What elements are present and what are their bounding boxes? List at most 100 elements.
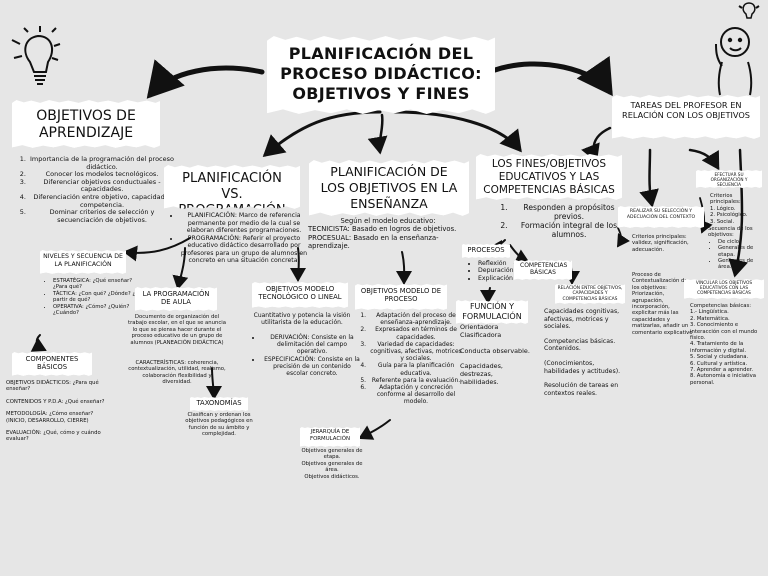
- modelo-tecnologico-list: DERIVACIÓN: Consiste en la delimitación …: [254, 334, 362, 377]
- modelo-proceso-heading-card: OBJETIVOS MODELO DE PROCESO: [355, 284, 447, 310]
- list-item: Adaptación del proceso de enseñanza-apre…: [368, 312, 464, 326]
- objetivos-list: Importancia de la programación del proce…: [18, 155, 176, 224]
- list-item: Reflexión: [478, 260, 538, 267]
- funcion-text: Orientadora Clasificadora Conducta obser…: [460, 323, 532, 387]
- title-line-3: OBJETIVOS Y FINES: [292, 84, 470, 103]
- taxonomias-heading-card: TAXONOMÍAS: [190, 397, 248, 411]
- person-idea-icon: [715, 2, 760, 96]
- list-item: Guía para la planificación educativa.: [368, 362, 464, 376]
- organizacion-criterios: Criterios principales: 1. Lógico. 2. Psi…: [710, 193, 762, 225]
- list-item: 2. Psicológico.: [710, 212, 748, 219]
- procesos-heading-card: PROCESOS: [462, 244, 510, 258]
- jerarquia-heading-card: JERARQUÍA DE FORMULACIÓN: [300, 427, 360, 447]
- jerarquia-list: Objetivos generales de etapa. Objetivos …: [296, 448, 368, 480]
- lightbulb-icon: [11, 26, 61, 85]
- list-item: Objetivos generales de área.: [301, 460, 363, 474]
- list-item: ESTRATÉGICA: ¿Qué enseñar? ¿Para qué?: [53, 278, 141, 291]
- list-item: OBJETIVOS DIDÁCTICOS: ¿Para qué enseñar?: [6, 380, 99, 393]
- modelo-proceso-heading: OBJETIVOS MODELO DE PROCESO: [360, 287, 442, 304]
- niveles-heading-card: NIVELES Y SECUENCIA DE LA PLANIFICACIÓN: [40, 250, 126, 274]
- list-item: PROGRAMACIÓN: Referir el proyecto educat…: [180, 235, 308, 265]
- title-line-1: PLANIFICACIÓN DEL: [288, 44, 474, 63]
- list-item: 5. Social y ciudadana.: [690, 354, 749, 361]
- componentes-heading-card: COMPONENTES BÁSICOS: [12, 352, 92, 376]
- vincular-title: Competencias básicas:: [690, 303, 752, 309]
- list-item: 2. Matemática.: [690, 315, 730, 322]
- text-line: Clasificadora: [460, 330, 502, 339]
- funcion-heading-card: FUNCIÓN Y FORMULACIÓN: [456, 300, 528, 324]
- objetivos-heading-card: OBJETIVOS DE APRENDIZAJE: [12, 100, 160, 148]
- tareas-heading: TAREAS DEL PROFESOR EN RELACIÓN CON LOS …: [622, 100, 750, 120]
- list-item: 8. Autonomía e iniciativa personal.: [690, 373, 756, 386]
- organizacion-secuencia: Secuencia de los objetivos: De ciclo. Ge…: [708, 226, 764, 271]
- list-item: Depuración: [478, 267, 538, 274]
- modelo-tecnologico-heading-card: OBJETIVOS MODELO TECNOLÓGICO O LINEAL: [252, 282, 348, 308]
- list-item: Objetivos didácticos.: [304, 473, 360, 480]
- list-item: Diferenciar objetivos conductuales - cap…: [28, 178, 176, 194]
- fines-heading-card: LOS FINES/OBJETIVOS EDUCATIVOS Y LAS COM…: [476, 154, 622, 200]
- text-line: (Conocimientos, habilidades y actitudes)…: [544, 359, 621, 375]
- list-item: De ciclo.: [718, 239, 764, 245]
- niveles-heading: NIVELES Y SECUENCIA DE LA PLANIFICACIÓN: [43, 253, 123, 268]
- niveles-list: ESTRATÉGICA: ¿Qué enseñar? ¿Para qué? TÁ…: [45, 278, 141, 316]
- list-item: 6. Cultural y artística.: [690, 360, 748, 367]
- list-item: Responden a propósitos previos.: [510, 203, 628, 221]
- list-item: Generales de área.: [718, 258, 764, 271]
- list-item: TÁCTICA: ¿Con qué? ¿Dónde? ¿A partir de …: [53, 291, 141, 304]
- list-item: Explicación: [478, 275, 538, 282]
- list-item: PLANIFICACIÓN: Marco de referencia perma…: [180, 212, 308, 235]
- list-item: 1.- Lingüística.: [690, 309, 729, 316]
- text-line: Orientadora: [460, 323, 499, 331]
- jerarquia-heading: JERARQUÍA DE FORMULACIÓN: [309, 429, 351, 442]
- list-item: 4. Tratamiento de la información y digit…: [690, 341, 747, 354]
- tareas-heading-card: TAREAS DEL PROFESOR EN RELACIÓN CON LOS …: [612, 95, 760, 139]
- procesos-list: Reflexión Depuración Explicación: [470, 260, 538, 282]
- programacion-aula-caracteristicas: CARACTERÍSTICAS: coherencia, contextuali…: [128, 360, 226, 386]
- text-line: Capacidades cognitivas, afectivas, motri…: [544, 308, 620, 331]
- list-item: DERIVACIÓN: Consiste en la delimitación …: [262, 334, 362, 356]
- text-line: TECNICISTA: Basado en logros de objetivo…: [308, 225, 457, 234]
- modelo-tecnologico-text: Cuantitativo y potencia la visión utilit…: [253, 312, 351, 327]
- list-item: METODOLOGÍA: ¿Cómo enseñar? (INICIO, DES…: [6, 411, 94, 424]
- fines-heading: LOS FINES/OBJETIVOS EDUCATIVOS Y LAS COM…: [483, 158, 615, 196]
- list-item: Adaptación y concreción conforme al desa…: [368, 384, 464, 406]
- programacion-aula-heading-card: LA PROGRAMACIÓN DE AULA: [135, 287, 217, 311]
- list-item: 3. Conocimiento e interacción con el mun…: [690, 322, 758, 342]
- list-item: EVALUACIÓN: ¿Qué, cómo y cuándo evaluar?: [6, 430, 101, 443]
- seleccion-criterios: Criterios principales: validez, signific…: [632, 234, 689, 253]
- seleccion-heading-card: REALIZAR SU SELECCIÓN Y ADECUACIÓN DEL C…: [618, 206, 704, 228]
- planificacion-objetivos-heading-card: PLANIFICACIÓN DE LOS OBJETIVOS EN LA ENS…: [309, 160, 469, 216]
- modelo-proceso-list: Adaptación del proceso de enseñanza-apre…: [358, 312, 464, 406]
- list-item: Variedad de capacidades: cognitivas, afe…: [368, 341, 464, 363]
- relacion-text: Capacidades cognitivas, afectivas, motri…: [544, 308, 626, 397]
- list-item: 1. Lógico.: [710, 205, 736, 212]
- list-item: Formación integral de los alumnos.: [510, 221, 628, 239]
- taxonomias-heading: TAXONOMÍAS: [196, 399, 242, 407]
- list-item: CONTENIDOS Y P.D.A: ¿Qué enseñar?: [6, 398, 105, 405]
- vincular-heading: VINCULAR LOS OBJETIVOS EDUCATIVOS CON LA…: [695, 281, 753, 297]
- vincular-list: Competencias básicas: 1.- Lingüística. 2…: [690, 303, 764, 386]
- planificacion-list: PLANIFICACIÓN: Marco de referencia perma…: [172, 212, 308, 265]
- text-line: Competencias básicas. Contenidos.: [544, 337, 616, 353]
- funcion-heading: FUNCIÓN Y FORMULACIÓN: [462, 302, 522, 321]
- text-line: Resolución de tareas en contextos reales…: [544, 382, 619, 397]
- componentes-heading: COMPONENTES BÁSICOS: [25, 355, 79, 371]
- procesos-heading: PROCESOS: [467, 246, 505, 254]
- planificacion-objetivos-text: Según el modelo educativo: TECNICISTA: B…: [308, 217, 468, 251]
- organizacion-heading: EFECTUAR SU ORGANIZACIÓN Y SECUENCIA: [710, 172, 748, 188]
- vincular-heading-card: VINCULAR LOS OBJETIVOS EDUCATIVOS CON LA…: [684, 279, 764, 299]
- criterios-title: Criterios principales:: [710, 193, 741, 206]
- main-title-card: PLANIFICACIÓN DEL PROCESO DIDÁCTICO: OBJ…: [267, 36, 495, 114]
- list-item: Expresados en términos de capacidades.: [368, 326, 464, 340]
- modelo-tecnologico-heading: OBJETIVOS MODELO TECNOLÓGICO O LINEAL: [258, 285, 342, 302]
- seleccion-proceso: Proceso de Contextualización de los obje…: [632, 272, 693, 336]
- list-item: Diferenciación entre objetivo, capacidad…: [28, 193, 176, 209]
- seleccion-heading: REALIZAR SU SELECCIÓN Y ADECUACIÓN DEL C…: [626, 209, 696, 220]
- list-item: 3. Social.: [710, 218, 735, 225]
- fines-list: Responden a propósitos previos. Formació…: [498, 203, 628, 239]
- taxonomias-text: Clasifican y ordenan los objetivos pedag…: [185, 412, 253, 438]
- list-item: Generales de etapa.: [718, 245, 764, 258]
- secuencia-title: Secuencia de los objetivos:: [708, 226, 753, 239]
- title-line-2: PROCESO DIDÁCTICO:: [280, 64, 482, 83]
- list-item: ESPECIFICACIÓN: Consiste en la precisión…: [262, 356, 362, 378]
